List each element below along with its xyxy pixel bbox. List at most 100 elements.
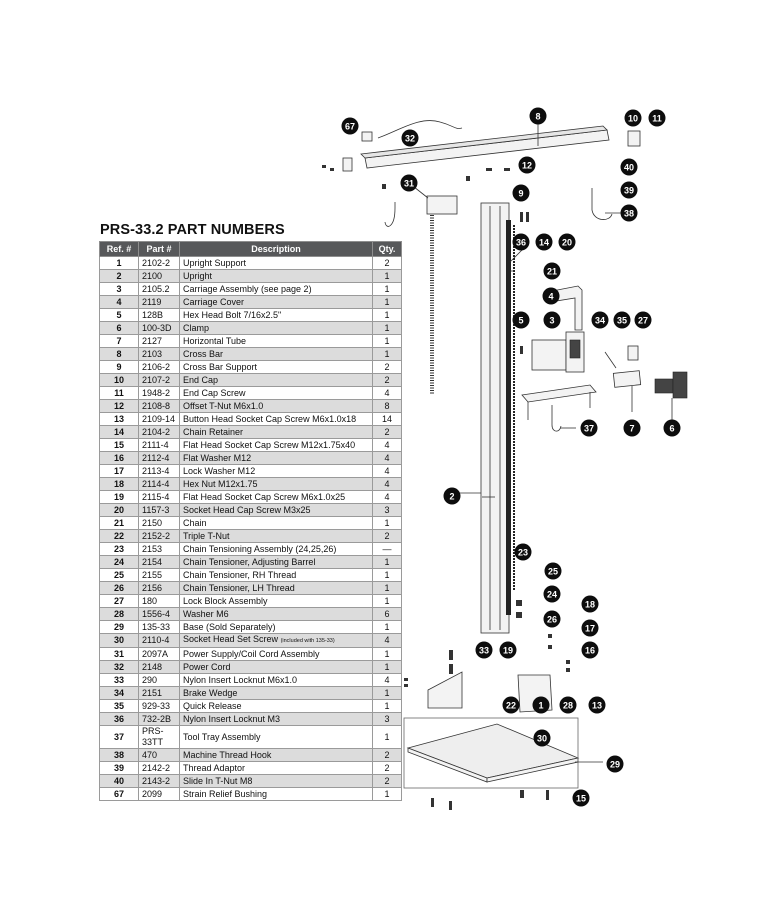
cell-desc: Thread Adaptor <box>179 761 373 775</box>
carriage-assembly <box>531 331 585 373</box>
cell-ref: 27 <box>99 594 139 608</box>
cell-part: 2150 <box>138 516 180 530</box>
callout-1: 1 <box>532 696 550 714</box>
cell-ref: 14 <box>99 425 139 439</box>
tool-tray <box>521 384 597 432</box>
cell-desc: Socket Head Set Screw (included with 135… <box>179 633 373 648</box>
cell-part: 2143-2 <box>138 774 180 788</box>
cell-part: 2156 <box>138 581 180 595</box>
callout-5: 5 <box>512 311 530 329</box>
cell-ref: 15 <box>99 438 139 452</box>
callout-label: 14 <box>539 238 549 248</box>
callout-8: 8 <box>529 107 547 125</box>
cell-qty: 1 <box>372 594 402 608</box>
cell-qty: 4 <box>372 490 402 504</box>
callout-29: 29 <box>606 755 624 773</box>
cell-part: 1556-4 <box>138 607 180 621</box>
callout-22: 22 <box>502 696 520 714</box>
strain-relief-clip <box>361 131 373 142</box>
callout-32: 32 <box>401 129 419 147</box>
cell-ref: 13 <box>99 412 139 426</box>
lock-block <box>627 345 639 361</box>
cell-qty: 1 <box>372 660 402 674</box>
cell-qty: 2 <box>372 748 402 762</box>
hardware-bits <box>322 165 570 810</box>
cell-part: 2155 <box>138 568 180 582</box>
cell-part: 2112-4 <box>138 451 180 465</box>
cell-desc: Socket Head Cap Screw M3x25 <box>179 503 373 517</box>
cell-qty: 1 <box>372 321 402 335</box>
cell-part: PRS-33TT <box>138 725 180 749</box>
callout-label: 1 <box>538 701 543 711</box>
callout-label: 20 <box>562 238 572 248</box>
cell-qty: 2 <box>372 373 402 387</box>
cell-part: 2105.2 <box>138 282 180 296</box>
callout-label: 40 <box>624 163 634 173</box>
callout-label: 24 <box>547 590 557 600</box>
callout-label: 5 <box>518 316 523 326</box>
callout-label: 23 <box>518 548 528 558</box>
cell-desc: Base (Sold Separately) <box>179 620 373 634</box>
callout-label: 9 <box>518 189 523 199</box>
cell-part: 2151 <box>138 686 180 700</box>
callout-label: 10 <box>628 114 638 124</box>
callout-label: 36 <box>516 238 526 248</box>
cell-ref: 26 <box>99 581 139 595</box>
callout-35: 35 <box>613 311 631 329</box>
callout-11: 11 <box>648 109 666 127</box>
cell-qty: 2 <box>372 761 402 775</box>
callout-40: 40 <box>620 158 638 176</box>
cell-desc: Button Head Socket Cap Screw M6x1.0x18 <box>179 412 373 426</box>
cell-part: 2100 <box>138 269 180 283</box>
callout-4: 4 <box>542 287 560 305</box>
cell-qty: 1 <box>372 282 402 296</box>
callout-20: 20 <box>558 233 576 251</box>
cell-qty: 1 <box>372 725 402 749</box>
cell-qty: 4 <box>372 633 402 648</box>
cell-desc: Nylon Insert Locknut M3 <box>179 712 373 726</box>
callout-label: 28 <box>563 701 573 711</box>
callout-label: 17 <box>585 624 595 634</box>
callout-7: 7 <box>623 419 641 437</box>
cell-desc: Tool Tray Assembly <box>179 725 373 749</box>
cell-part: 2114-4 <box>138 477 180 491</box>
callout-label: 32 <box>405 134 415 144</box>
callout-2: 2 <box>443 487 461 505</box>
cell-desc: Nylon Insert Locknut M6x1.0 <box>179 673 373 687</box>
cell-qty: 2 <box>372 774 402 788</box>
callout-30: 30 <box>533 729 551 747</box>
cell-qty: 1 <box>372 334 402 348</box>
cell-ref: 29 <box>99 620 139 634</box>
cell-ref: 3 <box>99 282 139 296</box>
callout-38: 38 <box>620 204 638 222</box>
callout-label: 13 <box>592 701 602 711</box>
base-plate <box>406 723 580 783</box>
cell-part: 2107-2 <box>138 373 180 387</box>
cell-part: 2148 <box>138 660 180 674</box>
callout-label: 29 <box>610 760 620 770</box>
callout-19: 19 <box>499 641 517 659</box>
cell-ref: 22 <box>99 529 139 543</box>
cell-qty: 1 <box>372 581 402 595</box>
cell-desc: Brake Wedge <box>179 686 373 700</box>
cell-desc: Chain Tensioner, RH Thread <box>179 568 373 582</box>
callout-label: 15 <box>576 794 586 804</box>
cell-desc: Quick Release <box>179 699 373 713</box>
cell-desc: Hex Head Bolt 7/16x2.5" <box>179 308 373 322</box>
cell-desc: Flat Head Socket Cap Screw M6x1.0x25 <box>179 490 373 504</box>
cell-qty: 4 <box>372 464 402 478</box>
cell-ref: 30 <box>99 633 139 648</box>
cell-ref: 25 <box>99 568 139 582</box>
cell-qty: 1 <box>372 295 402 309</box>
